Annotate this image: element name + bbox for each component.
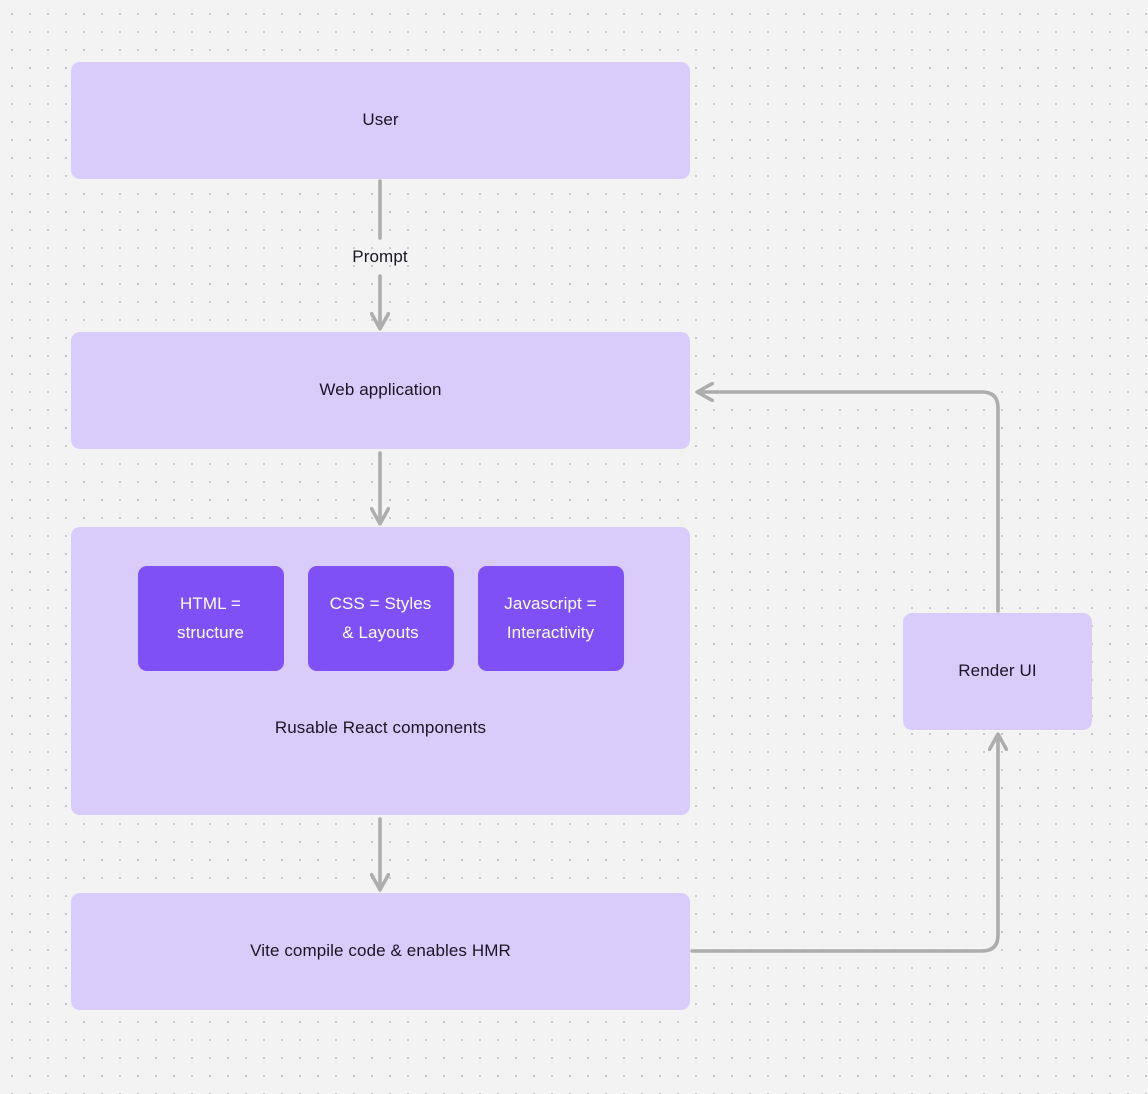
inner-node-css[interactable]: CSS = Styles & Layouts (307, 566, 454, 671)
inner-node-javascript[interactable]: Javascript = Interactivity (477, 566, 624, 671)
node-vite-compile[interactable]: Vite compile code & enables HMR (71, 893, 690, 1010)
node-user-label: User (362, 110, 399, 130)
node-components-caption: Rusable React components (274, 718, 487, 737)
node-reusable-react-components[interactable]: HTML = structure CSS = Styles & Layouts … (71, 527, 690, 815)
inner-node-javascript-label: Javascript = Interactivity (504, 593, 597, 642)
inner-node-html-label: HTML = structure (176, 593, 245, 642)
node-vite-compile-label: Vite compile code & enables HMR (250, 941, 511, 961)
inner-node-css-label: CSS = Styles & Layouts (329, 593, 432, 642)
edge-label-prompt: Prompt (352, 247, 408, 266)
node-render-ui-label: Render UI (958, 661, 1037, 681)
inner-node-html[interactable]: HTML = structure (137, 566, 284, 671)
node-render-ui[interactable]: Render UI (903, 613, 1092, 730)
inner-node-row: HTML = structure CSS = Styles & Layouts … (71, 566, 690, 671)
node-web-application[interactable]: Web application (71, 332, 690, 449)
edge-render-to-webapp (698, 392, 1000, 613)
node-user[interactable]: User (71, 62, 690, 179)
node-web-application-label: Web application (319, 380, 442, 400)
edge-vite-to-render (690, 735, 998, 953)
